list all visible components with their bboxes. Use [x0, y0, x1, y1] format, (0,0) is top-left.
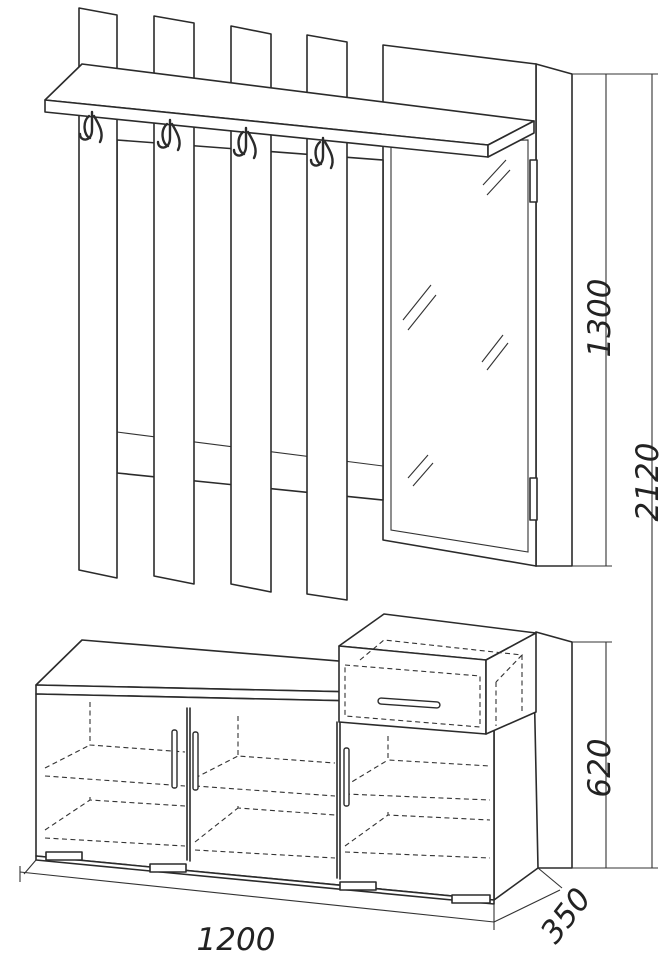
- mirror-panel: [382, 44, 538, 567]
- door-handle-icon: [171, 729, 178, 789]
- slats: [78, 7, 348, 601]
- dimension-label-1300: 1300: [582, 279, 618, 358]
- door-handle-icon: [343, 747, 350, 807]
- drawer-unit: [338, 613, 537, 735]
- slat-3: [230, 25, 272, 593]
- coat-hook-icon: [309, 136, 334, 170]
- dimension-label-350: 350: [534, 881, 599, 950]
- dimension-label-620: 620: [582, 738, 618, 797]
- door-handle-icon: [192, 731, 199, 791]
- drawer-handle-icon: [377, 697, 441, 709]
- wall-outline: [535, 63, 573, 567]
- slat-4: [306, 34, 348, 601]
- coat-hook-icon: [232, 126, 257, 160]
- slat-2: [153, 15, 195, 585]
- hooks: [78, 110, 334, 170]
- slat-1: [78, 7, 118, 579]
- lower-wall-outline: [535, 631, 573, 869]
- dimension-label-2120: 2120: [630, 443, 666, 522]
- coat-hook-icon: [156, 118, 181, 152]
- dimension-label-1200: 1200: [197, 922, 276, 958]
- coat-hook-icon: [78, 110, 103, 144]
- dimension-lines: [19, 73, 658, 930]
- hat-shelf: [44, 63, 535, 158]
